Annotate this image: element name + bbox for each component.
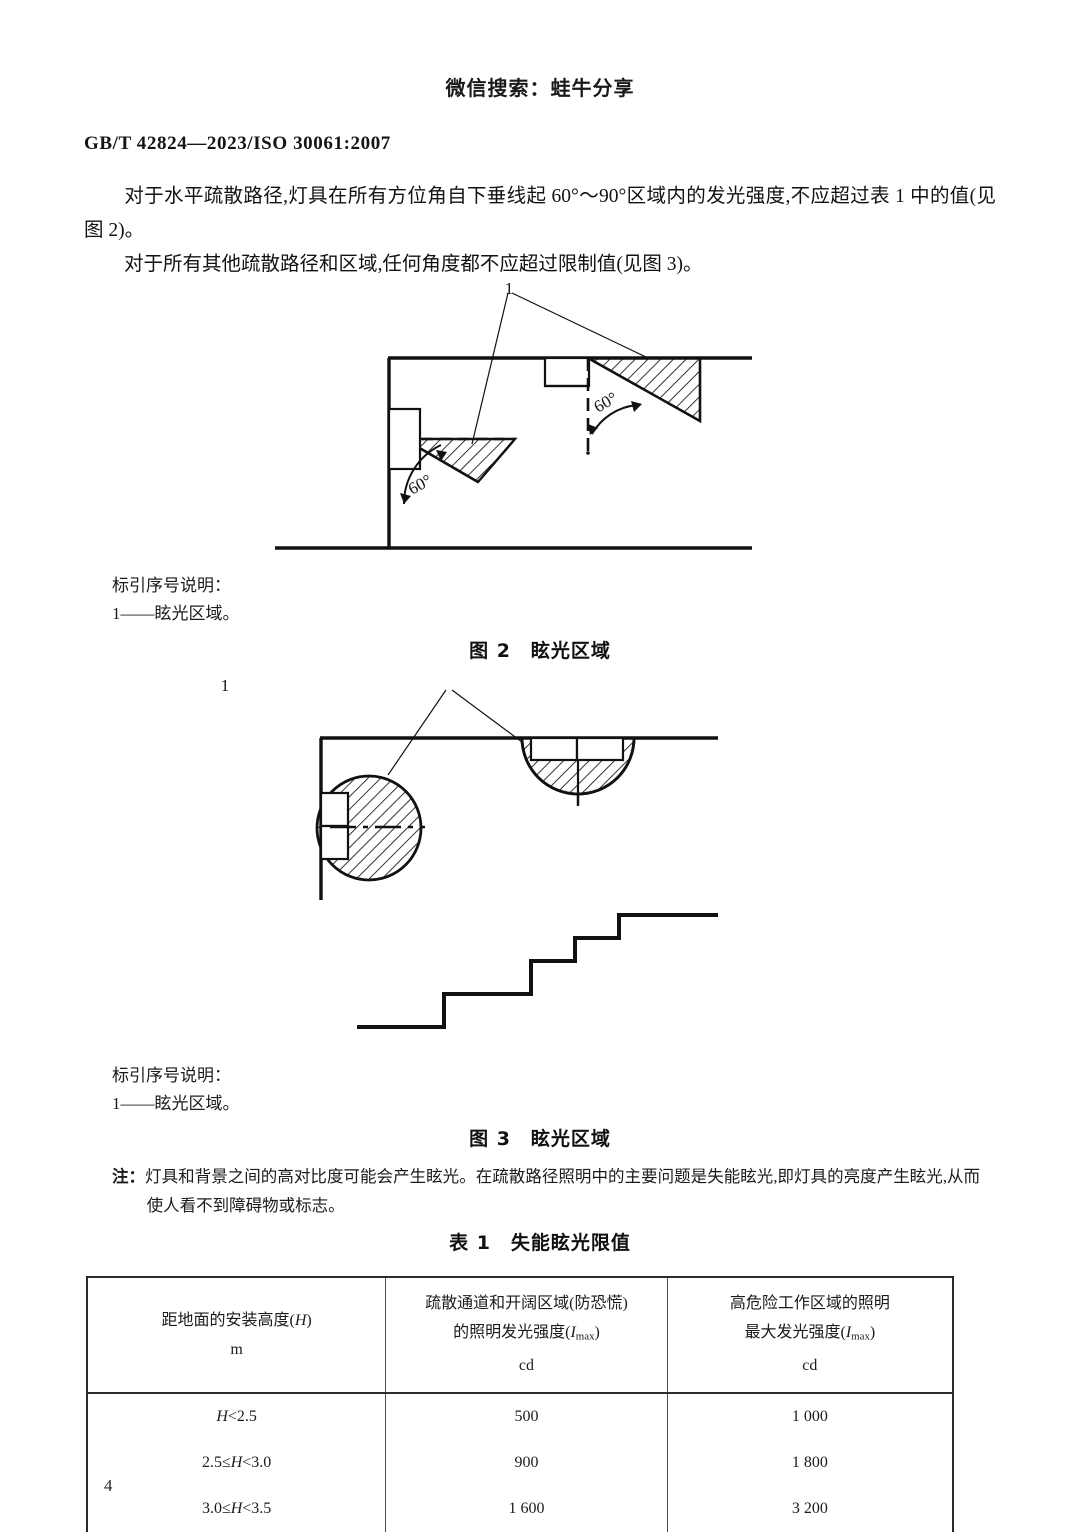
table-row: H<2.5 500 1 000 (86, 1393, 954, 1441)
figure-3-caption: 图 3 眩光区域 (469, 1128, 611, 1150)
table-row: 2.5≤H<3.0 900 1 800 (86, 1440, 954, 1487)
figure-2-drawing: 60° 60° 1 (0, 276, 1080, 566)
wall-luminaire-body-upper (319, 791, 350, 828)
arrow-head-left-a (400, 493, 411, 504)
height-prefix: 2.5≤ (201, 1454, 231, 1472)
cell-high-risk-value: 3 200 (666, 1486, 954, 1532)
leader-line-left (471, 292, 509, 445)
header-unit-m: m (230, 1340, 243, 1358)
header-text-line1: 疏散通道和开阔区域(防恐慌) (425, 1295, 628, 1312)
figure-2-caption: 图 2 眩光区域 (469, 640, 611, 662)
header-text-line2-pre: 的照明发光强度( (453, 1324, 571, 1341)
figure-2-svg: 60° 60° 1 (275, 279, 752, 550)
header-text-line2-end: ) (594, 1324, 600, 1341)
page-number: 4 (104, 1476, 113, 1495)
height-symbol: H (230, 1500, 243, 1518)
table-row: 3.0≤H<3.5 1 600 3 200 (86, 1486, 954, 1532)
table-header: 距地面的安装高度(H) m 疏散通道和开阔区域(防恐慌) 的照明发光强度(Ima… (86, 1275, 954, 1395)
note-line: 注：灯具和背景之间的高对比度可能会产生眩光。在疏散路径照明中的主要问题是失能眩光… (112, 1162, 980, 1220)
header-line2: 的照明发光强度(Imax) (392, 1318, 660, 1351)
arrow-head-right-b (631, 401, 642, 412)
arrow-head-left-b (436, 450, 447, 461)
figure-2-key-item-1: 1——眩光区域。 (112, 604, 240, 623)
header-symbol-I: I (570, 1324, 576, 1341)
header-text-line2-pre: 最大发光强度( (744, 1324, 846, 1341)
paragraph-other-escape-routes: 对于所有其他疏散路径和区域,任何角度都不应超过限制值(见图 3)。 (84, 248, 996, 282)
paragraph-2-text: 对于所有其他疏散路径和区域,任何角度都不应超过限制值(见图 3)。 (123, 254, 703, 275)
cell-escape-route-value: 900 (385, 1440, 668, 1487)
cell-escape-route-value: 500 (385, 1393, 668, 1441)
figure-3-drawing (0, 668, 1080, 1058)
leader-line-right (511, 292, 649, 359)
cell-high-risk-value: 1 800 (666, 1440, 954, 1487)
figure-3-key-item-1: 1——眩光区域。 (112, 1094, 240, 1113)
note-text: 灯具和背景之间的高对比度可能会产生眩光。在疏散路径照明中的主要问题是失能眩光,即… (145, 1167, 981, 1215)
header-line2: 最大发光强度(Imax) (674, 1318, 946, 1351)
note-block: 注：灯具和背景之间的高对比度可能会产生眩光。在疏散路径照明中的主要问题是失能眩光… (112, 1162, 980, 1220)
cell-mounting-height: H<2.5 (86, 1393, 387, 1441)
figure-2-key-heading: 标引序号说明： (112, 576, 231, 595)
ceiling-luminaire-body-right (575, 736, 625, 762)
angle-label-right: 60° (591, 388, 621, 416)
height-suffix: <3.5 (242, 1500, 272, 1518)
column-header-mounting-height: 距地面的安装高度(H) m (86, 1275, 387, 1395)
height-symbol: H (230, 1454, 243, 1472)
header-unit-cd: cd (802, 1357, 818, 1375)
height-symbol: H (216, 1408, 228, 1426)
arrow-head-right-a (588, 424, 598, 435)
header-text-line2-end: ) (869, 1324, 876, 1341)
watermark-header: 微信搜索：蛙牛分享 (445, 76, 635, 100)
height-prefix: 3.0≤ (201, 1500, 231, 1518)
table-1-title: 表 1 失能眩光限值 (449, 1232, 631, 1254)
axis-end-dot (586, 451, 590, 455)
table-1-disability-glare-limits: 距地面的安装高度(H) m 疏散通道和开阔区域(防恐慌) 的照明发光强度(Ima… (86, 1275, 954, 1532)
staircase-profile (357, 913, 718, 1029)
cell-escape-route-value: 1 600 (385, 1486, 668, 1532)
header-unit-cd: cd (518, 1357, 535, 1375)
table-body: H<2.5 500 1 000 2.5≤H<3.0 900 1 800 3.0≤… (86, 1393, 954, 1532)
ceiling-luminaire-body (543, 356, 591, 388)
wall-luminaire-body-lower (319, 824, 350, 861)
figure-3-svg (315, 689, 718, 1029)
header-text-line1-end: ) (306, 1311, 312, 1329)
header-symbol-I: I (845, 1324, 852, 1341)
header-symbol-H: H (294, 1311, 307, 1329)
leader-line-right (451, 689, 523, 743)
figure-3-content (315, 689, 718, 1029)
standard-number: GB/T 42824—2023/ISO 30061:2007 (84, 133, 391, 154)
cell-high-risk-value: 1 000 (666, 1393, 954, 1441)
leader-line-left (387, 689, 447, 776)
figure-3-key: 标引序号说明： 1——眩光区域。 (112, 1062, 240, 1118)
height-suffix: <3.0 (242, 1454, 272, 1472)
height-suffix: <2.5 (227, 1408, 257, 1426)
paragraph-horizontal-escape-route: 对于水平疏散路径,灯具在所有方位角自下垂线起 60°～90°区域内的发光强度,不… (84, 180, 996, 248)
figure-2-callout-1: 1 (505, 279, 514, 298)
cell-mounting-height: 3.0≤H<3.5 (86, 1486, 387, 1532)
header-text-line1: 距地面的安装高度( (161, 1311, 295, 1329)
column-header-high-risk-intensity: 高危险工作区域的照明 最大发光强度(Imax) cd (666, 1275, 954, 1395)
header-symbol-sub-max: max (851, 1330, 870, 1343)
glare-zone-ceiling-luminaire (583, 356, 702, 424)
paragraph-1-text: 对于水平疏散路径,灯具在所有方位角自下垂线起 60°～90°区域内的发光强度,不… (84, 186, 996, 241)
note-label: 注： (112, 1167, 146, 1186)
figure-3-key-heading: 标引序号说明： (112, 1066, 231, 1085)
column-header-escape-route-intensity: 疏散通道和开阔区域(防恐慌) 的照明发光强度(Imax) cd (385, 1275, 668, 1395)
table-header-row: 距地面的安装高度(H) m 疏散通道和开阔区域(防恐慌) 的照明发光强度(Ima… (86, 1275, 954, 1395)
angle-label-left: 60° (405, 471, 435, 499)
header-text-line1: 高危险工作区域的照明 (729, 1295, 890, 1312)
wall-luminaire-body (387, 407, 422, 471)
cell-mounting-height: 2.5≤H<3.0 (86, 1440, 387, 1487)
figure-2-key: 标引序号说明： 1——眩光区域。 (112, 572, 240, 628)
figure-2-content: 60° 60° (387, 292, 702, 505)
ceiling-luminaire-body-left (529, 736, 579, 762)
header-symbol-sub-max: max (575, 1330, 595, 1343)
